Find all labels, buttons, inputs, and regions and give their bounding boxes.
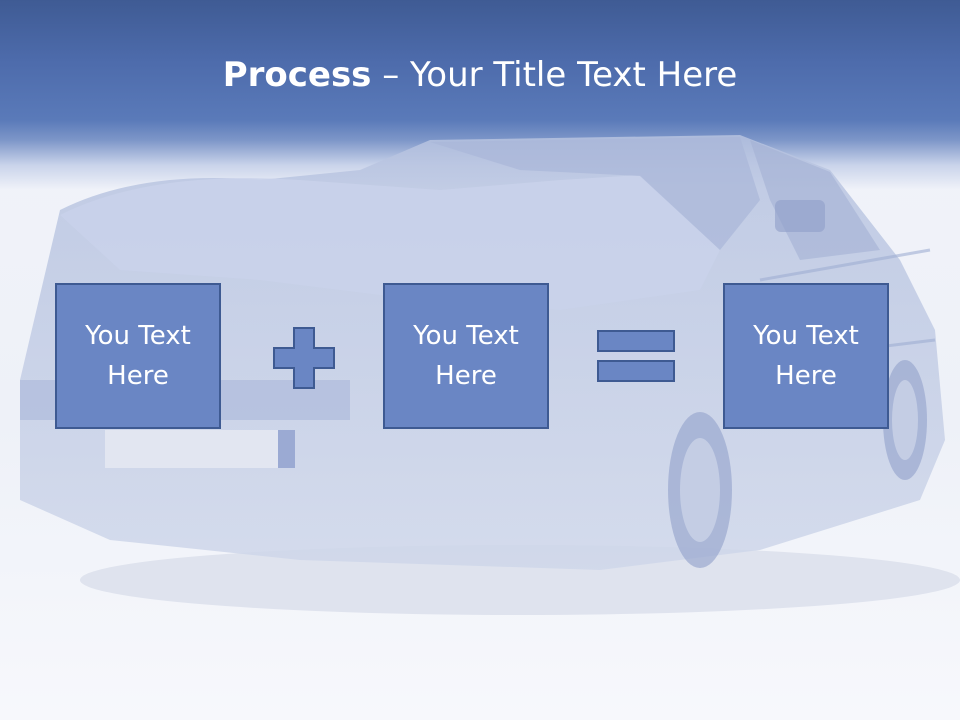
text-box-1[interactable]: You Text Here — [55, 283, 221, 429]
title-bold: Process — [222, 55, 372, 95]
plus-icon — [273, 327, 335, 389]
title-rest: – Your Title Text Here — [371, 55, 738, 95]
text-box-2-label: You Text Here — [413, 321, 519, 391]
slide-title: Process – Your Title Text Here — [0, 52, 960, 98]
text-box-2[interactable]: You Text Here — [383, 283, 549, 429]
equals-icon — [597, 330, 675, 382]
text-box-1-label: You Text Here — [85, 321, 191, 391]
text-box-3[interactable]: You Text Here — [723, 283, 889, 429]
text-box-3-label: You Text Here — [753, 321, 859, 391]
